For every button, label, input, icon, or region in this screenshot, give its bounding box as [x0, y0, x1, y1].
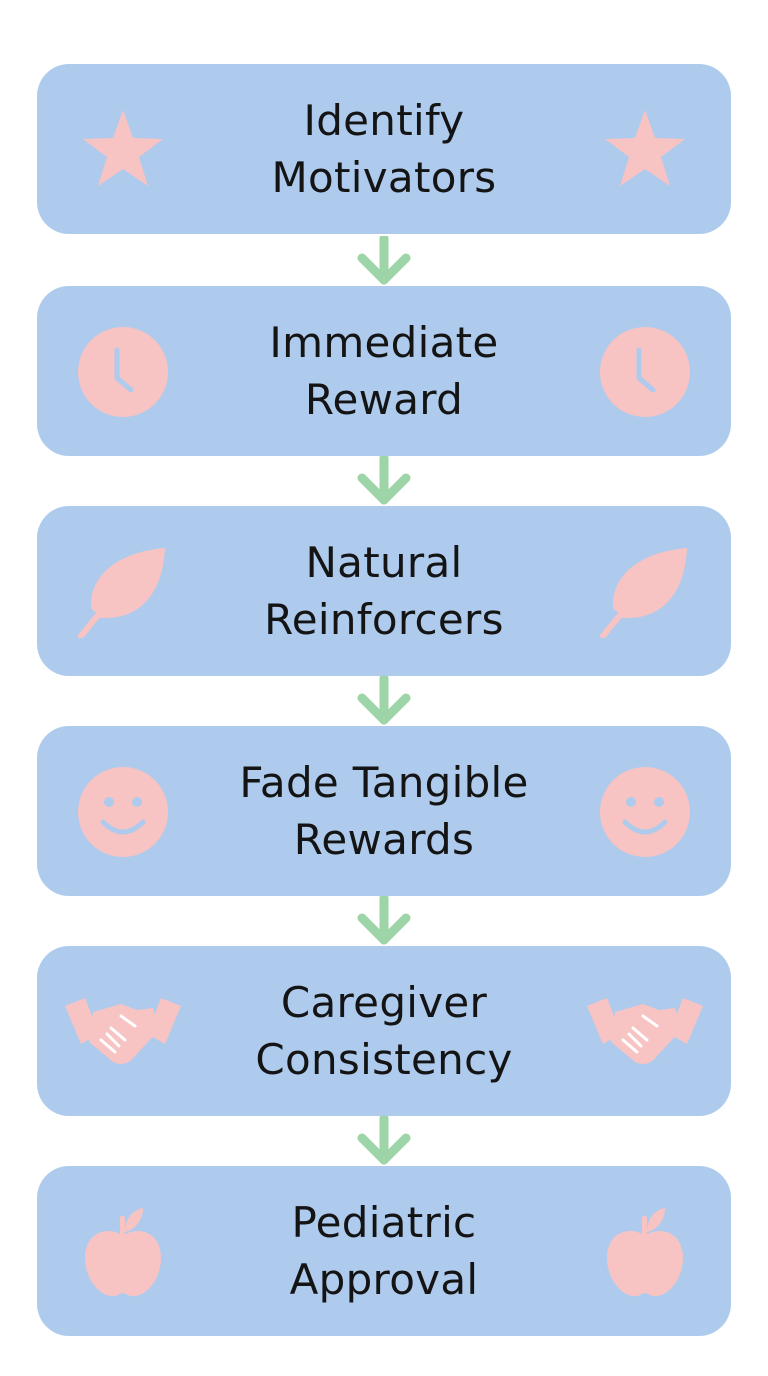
step-box-natural-reinforcers: Natural Reinforcers: [37, 506, 731, 676]
star-icon: [77, 104, 169, 196]
smiley-icon: [599, 766, 691, 858]
star-icon: [599, 104, 691, 196]
apple-icon: [599, 1206, 691, 1298]
step-label: Pediatric Approval: [289, 1198, 479, 1304]
step-label: Immediate Reward: [269, 318, 499, 424]
step-box-pediatric-approval: Pediatric Approval: [37, 1166, 731, 1336]
step-box-immediate-reward: Immediate Reward: [37, 286, 731, 456]
down-arrow-icon: [356, 456, 412, 508]
apple-icon: [77, 1206, 169, 1298]
step-label: Natural Reinforcers: [264, 538, 504, 644]
down-arrow-icon: [356, 896, 412, 948]
step-label: Identify Motivators: [271, 96, 497, 202]
down-arrow-icon: [356, 1116, 412, 1168]
clock-icon: [599, 326, 691, 418]
handshake-icon: [585, 986, 705, 1078]
down-arrow-icon: [356, 676, 412, 728]
down-arrow-icon: [356, 236, 412, 288]
step-label: Fade Tangible Rewards: [239, 758, 529, 864]
clock-icon: [77, 326, 169, 418]
leaf-icon: [599, 546, 691, 638]
smiley-icon: [77, 766, 169, 858]
leaf-icon: [77, 546, 169, 638]
step-label: Caregiver Consistency: [255, 978, 513, 1084]
step-box-caregiver-consistency: Caregiver Consistency: [37, 946, 731, 1116]
step-box-fade-tangible-rewards: Fade Tangible Rewards: [37, 726, 731, 896]
step-box-identify-motivators: Identify Motivators: [37, 64, 731, 234]
handshake-icon: [63, 986, 183, 1078]
